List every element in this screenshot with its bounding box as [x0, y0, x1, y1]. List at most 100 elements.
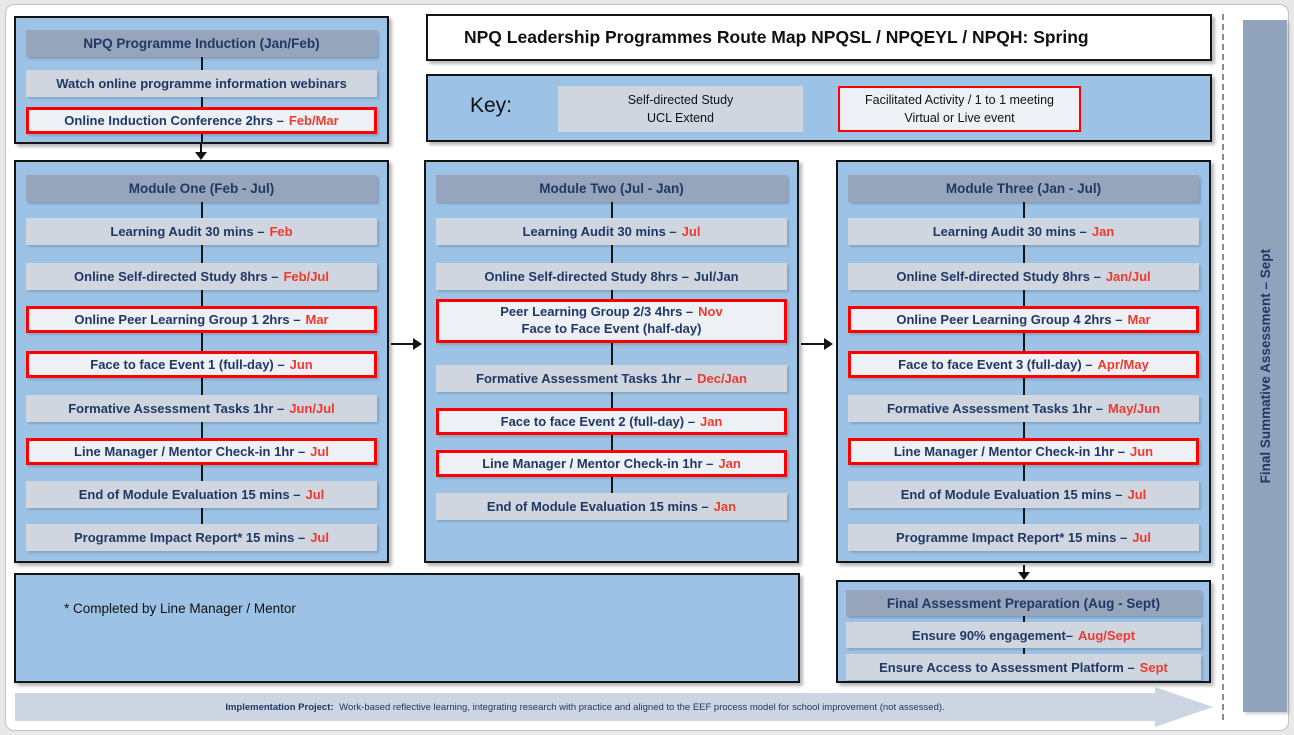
row-date: Jan	[699, 414, 723, 429]
module-row: Formative Assessment Tasks 1hr – Jun/Jul	[26, 395, 377, 422]
module-header: Module Two (Jul - Jan)	[436, 175, 787, 202]
key-facilitated-line1: Facilitated Activity / 1 to 1 meeting	[865, 92, 1054, 107]
row-label: Line Manager / Mentor Check-in 1hr –	[74, 444, 306, 459]
arrow-right-icon	[824, 338, 833, 350]
row-date: Jan	[718, 456, 741, 471]
final-assessment-header-label: Final Assessment Preparation (Aug - Sept…	[886, 595, 1161, 611]
final-assessment-row: Ensure 90% engagement– Aug/Sept	[846, 622, 1201, 648]
module-header: Module Three (Jan - Jul)	[848, 175, 1199, 202]
row-label: Online Self-directed Study 8hrs –	[484, 269, 689, 284]
row-label: Line Manager / Mentor Check-in 1hr –	[482, 456, 714, 471]
module-row: Formative Assessment Tasks 1hr –May/Jun	[848, 395, 1199, 422]
dashed-divider	[1222, 14, 1224, 720]
row-label: Line Manager / Mentor Check-in 1hr –	[893, 444, 1126, 459]
row-label: Online Peer Learning Group 4 2hrs –	[896, 312, 1123, 327]
induction-panel: NPQ Programme Induction (Jan/Feb) Watch …	[14, 16, 389, 144]
final-assessment-panel: Final Assessment Preparation (Aug - Sept…	[836, 580, 1211, 683]
row-label: Learning Audit 30 mins –	[110, 224, 265, 239]
row-label: Face to face Event 3 (full-day) –	[898, 357, 1093, 372]
row-date: Jan/Jul	[1105, 269, 1151, 284]
arrow-module2-to-module3	[801, 343, 825, 345]
footnote-text: * Completed by Line Manager / Mentor	[64, 601, 296, 616]
summative-assessment-label: Final Summative Assessment – Sept	[1257, 248, 1273, 484]
module-row: Learning Audit 30 mins – Jul	[436, 218, 787, 245]
module-row: Online Peer Learning Group 4 2hrs – Mar	[848, 306, 1199, 333]
row-date: Feb/Jul	[283, 269, 329, 284]
module-row: End of Module Evaluation 15 mins –Jan	[436, 493, 787, 520]
implementation-label: Implementation Project:	[225, 701, 334, 713]
row-label: Learning Audit 30 mins –	[932, 224, 1087, 239]
row-label: Online Peer Learning Group 1 2hrs –	[74, 312, 301, 327]
row-date: Feb	[269, 224, 293, 239]
module-panel-1: Module One (Feb - Jul)Learning Audit 30 …	[14, 160, 389, 563]
row-label: Ensure 90% engagement–	[911, 627, 1074, 643]
row-date: Feb/Mar	[288, 113, 339, 128]
implementation-text: Work-based reflective learning, integrat…	[336, 701, 945, 713]
row-date: Aug/Sept	[1078, 627, 1136, 643]
module-row: Learning Audit 30 mins –Jan	[848, 218, 1199, 245]
module-row: Online Peer Learning Group 1 2hrs –Mar	[26, 306, 377, 333]
module-row: Face to face Event 2 (full-day) – Jan	[436, 408, 787, 435]
footnote-panel: * Completed by Line Manager / Mentor	[14, 573, 800, 683]
arrow-induction-to-module1	[200, 144, 202, 153]
module-row: Line Manager / Mentor Check-in 1hr – Jun	[848, 438, 1199, 465]
module-row: Programme Impact Report* 15 mins – Jul	[26, 524, 377, 551]
row-date: Jul	[305, 487, 325, 502]
row-date: Dec/Jan	[697, 371, 747, 386]
induction-header: NPQ Programme Induction (Jan/Feb)	[26, 30, 377, 57]
module-panel-2: Module Two (Jul - Jan) Learning Audit 30 …	[424, 160, 799, 563]
row-label: Online Induction Conference 2hrs –	[64, 113, 284, 128]
row-date: Sept	[1139, 659, 1168, 675]
module-row: Face to face Event 1 (full-day) – Jun	[26, 351, 377, 378]
row-date: Jul	[1132, 530, 1151, 545]
arrow-down-icon	[195, 152, 207, 160]
page-title: NPQ Leadership Programmes Route Map NPQS…	[464, 27, 1089, 47]
title-panel: NPQ Leadership Programmes Route Map NPQS…	[426, 14, 1212, 61]
row-label: Face to face Event 2 (full-day) –	[500, 414, 695, 429]
row-date: Jun/Jul	[289, 401, 335, 416]
row-label: Watch online programme information webin…	[56, 76, 347, 91]
summative-assessment-bar: Final Summative Assessment – Sept	[1243, 20, 1287, 712]
row-date: Jun	[1130, 444, 1154, 459]
row-date: Mar	[1127, 312, 1151, 327]
row-label: Online Self-directed Study 8hrs –	[74, 269, 279, 284]
row-date: Jul/Jan	[693, 269, 739, 284]
module-row: Online Self-directed Study 8hrs – Jul/Jan	[436, 263, 787, 290]
row-label: Learning Audit 30 mins –	[522, 224, 677, 239]
row-label: Programme Impact Report* 15 mins –	[896, 530, 1128, 545]
row-label: End of Module Evaluation 15 mins –	[78, 487, 301, 502]
row-date: Jul	[310, 444, 329, 459]
module-row: Line Manager / Mentor Check-in 1hr – Jan	[436, 450, 787, 477]
row-date: Jul	[681, 224, 701, 239]
implementation-arrowhead-icon	[1155, 687, 1213, 727]
induction-header-label: NPQ Programme Induction (Jan/Feb)	[83, 36, 320, 51]
arrow-down-icon	[1018, 572, 1030, 580]
key-self-directed-line2: UCL Extend	[647, 111, 714, 125]
induction-row: Online Induction Conference 2hrs – Feb/M…	[26, 107, 377, 134]
key-panel: Key: Self-directed Study UCL Extend Faci…	[426, 74, 1212, 142]
row-label: Formative Assessment Tasks 1hr –	[68, 401, 285, 416]
implementation-banner: Implementation Project: Work-based refle…	[15, 693, 1155, 721]
module-row: End of Module Evaluation 15 mins –Jul	[848, 481, 1199, 508]
connector-line	[200, 57, 203, 142]
key-facilitated-line2: Virtual or Live event	[904, 111, 1015, 125]
row-date: Jul	[310, 530, 329, 545]
row-date: Nov	[698, 304, 723, 320]
row-label: Face to face Event 1 (full-day) –	[90, 357, 285, 372]
row-label: Formative Assessment Tasks 1hr –	[476, 371, 693, 386]
induction-row: Watch online programme information webin…	[26, 70, 377, 97]
row-label: Ensure Access to Assessment Platform –	[879, 659, 1135, 675]
module-row: Online Self-directed Study 8hrs – Feb/Jul	[26, 263, 377, 290]
row-label: Programme Impact Report* 15 mins –	[74, 530, 306, 545]
row-date: Apr/May	[1097, 357, 1149, 372]
row-label: End of Module Evaluation 15 mins –	[486, 499, 709, 514]
key-facilitated-box: Facilitated Activity / 1 to 1 meeting Vi…	[838, 86, 1081, 132]
module-row: Formative Assessment Tasks 1hr – Dec/Jan	[436, 365, 787, 392]
row-date: Jun	[289, 357, 313, 372]
arrow-right-icon	[413, 338, 422, 350]
row-label: Peer Learning Group 2/3 4hrs –	[500, 304, 694, 320]
final-assessment-header: Final Assessment Preparation (Aug - Sept…	[846, 590, 1201, 616]
module-row: Programme Impact Report* 15 mins – Jul	[848, 524, 1199, 551]
